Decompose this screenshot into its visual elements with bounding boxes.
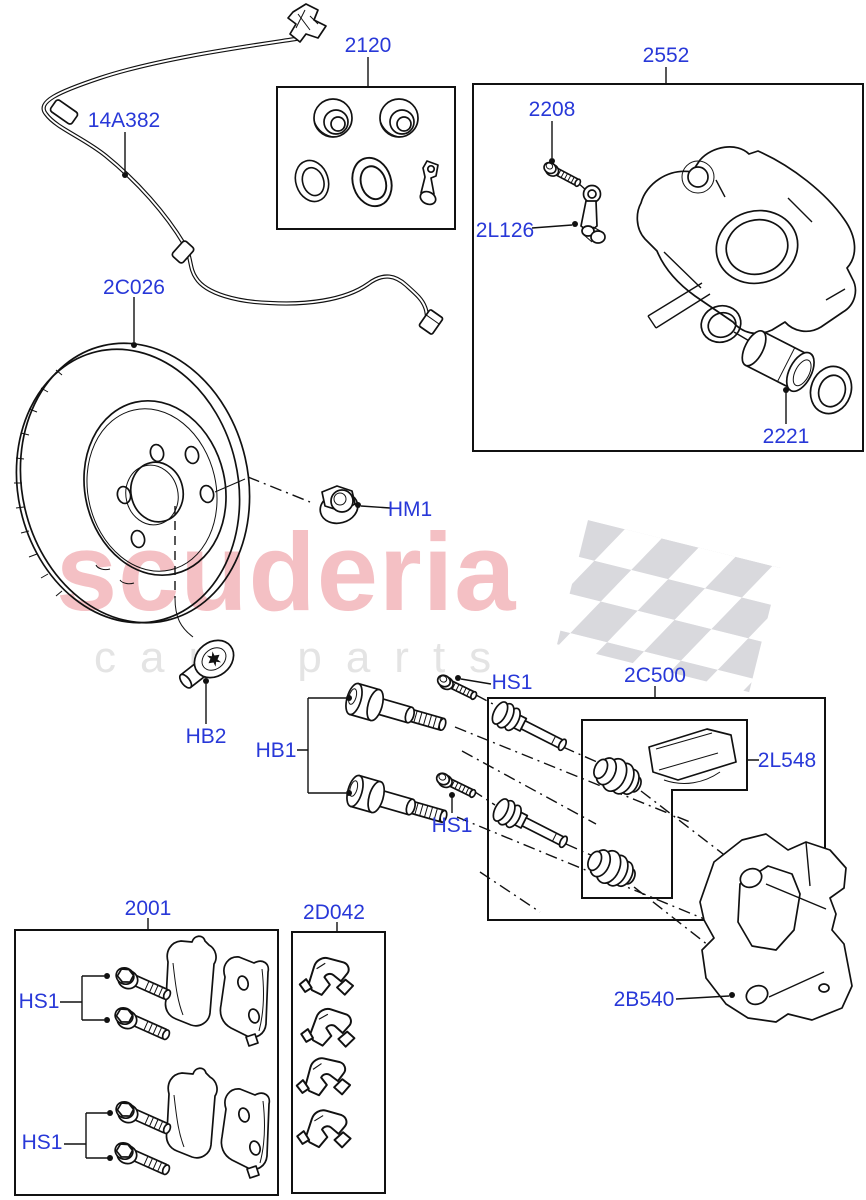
kit-boxes <box>14 83 864 1196</box>
leader-lines <box>60 57 789 1161</box>
guide-pin-kit <box>487 697 737 895</box>
bracket-2L126 <box>580 184 606 244</box>
kit-box-2001 <box>14 929 279 1196</box>
watermark-tagline: car parts <box>94 633 516 682</box>
kit-box-boots <box>581 719 748 899</box>
pad-clip-kit <box>292 954 356 1153</box>
kit-box-2D042 <box>291 931 386 1194</box>
part-label-2L548[interactable]: 2L548 <box>757 749 817 772</box>
kit-box-2552 <box>472 83 864 452</box>
caliper-service-kit-2120 <box>289 98 439 213</box>
bleed-screw-2208 <box>540 159 584 191</box>
brake-caliper <box>540 146 857 415</box>
caliper-piston <box>741 330 815 393</box>
brake-pad-kit <box>110 935 271 1182</box>
part-label-HS1-pads-upper[interactable]: HS1 <box>18 990 60 1013</box>
part-label-2C026[interactable]: 2C026 <box>103 276 165 299</box>
piston-boot <box>809 365 853 415</box>
caliper-bolts <box>342 672 480 834</box>
watermark-brand: scuderia <box>56 511 517 634</box>
part-label-HS1-pin-upper[interactable]: HS1 <box>491 671 533 694</box>
part-label-HB1[interactable]: HB1 <box>255 739 297 762</box>
part-label-2120[interactable]: 2120 <box>344 34 392 57</box>
grease-sachet-2L548 <box>648 728 737 784</box>
part-label-14A382[interactable]: 14A382 <box>87 109 161 132</box>
part-label-2D042[interactable]: 2D042 <box>303 901 365 924</box>
part-label-2B540[interactable]: 2B540 <box>613 988 675 1011</box>
part-label-HB2[interactable]: HB2 <box>185 725 227 748</box>
kit-box-2120 <box>276 86 456 230</box>
disc-retaining-screw <box>178 639 235 689</box>
checkered-flag-watermark <box>557 520 781 693</box>
part-label-2C500[interactable]: 2C500 <box>624 664 686 687</box>
part-label-2552[interactable]: 2552 <box>642 44 690 67</box>
sensor-head <box>418 309 444 335</box>
part-label-HS1-pads-lower[interactable]: HS1 <box>21 1131 63 1154</box>
part-label-2221[interactable]: 2221 <box>762 425 810 448</box>
part-label-2208[interactable]: 2208 <box>528 98 576 121</box>
part-label-HM1[interactable]: HM1 <box>387 498 433 521</box>
part-label-2001[interactable]: 2001 <box>124 897 172 920</box>
kit-box-2C500 <box>487 697 826 921</box>
part-label-2L126[interactable]: 2L126 <box>475 219 535 242</box>
cable-connector <box>287 3 327 43</box>
cable-clip <box>171 240 195 264</box>
part-label-HS1-pin-lower[interactable]: HS1 <box>431 814 473 837</box>
abs-sensor-cable <box>41 3 444 335</box>
caliper-carrier-bracket <box>699 833 853 1023</box>
cable-grommet <box>49 99 79 125</box>
piston-seal <box>700 304 752 344</box>
hub-nut <box>319 485 359 525</box>
